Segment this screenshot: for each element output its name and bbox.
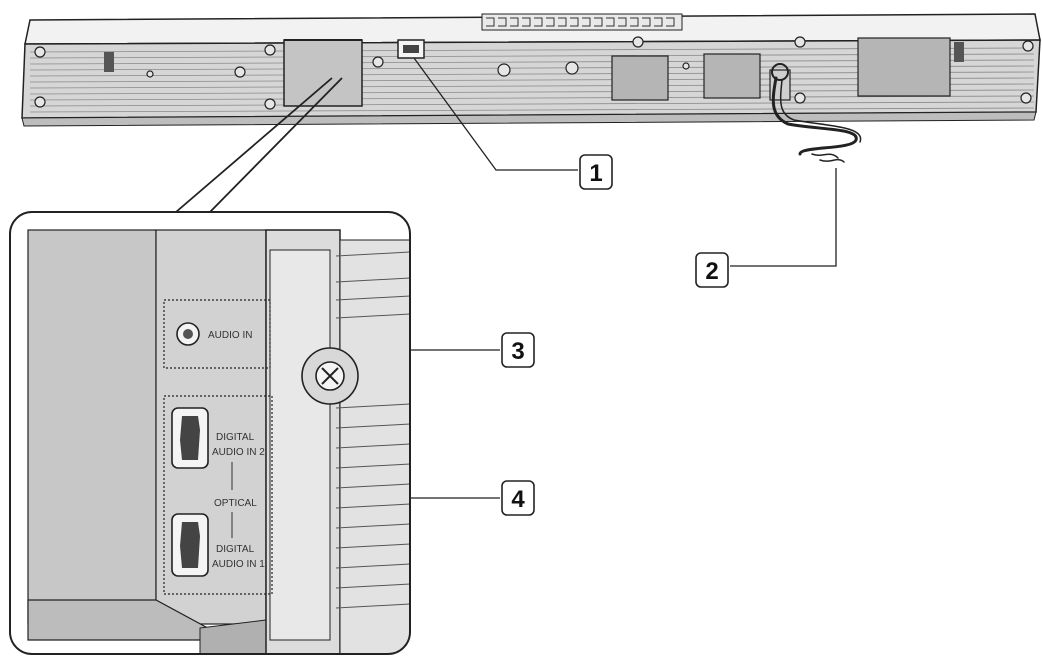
callout-3: 3 bbox=[501, 332, 535, 368]
screw-icons bbox=[34, 36, 1034, 110]
optical-ports: DIGITAL AUDIO IN 2 OPTICAL DIGITAL AUDIO… bbox=[163, 395, 273, 595]
usb-port bbox=[397, 39, 425, 59]
digital-2-label-line2: AUDIO IN 2 bbox=[212, 447, 265, 458]
digital-1-label-line2: AUDIO IN 1 bbox=[212, 559, 265, 570]
zoom-connector bbox=[175, 77, 343, 213]
zoom-inset-frame bbox=[9, 211, 411, 655]
soundbar-body bbox=[21, 13, 1041, 127]
side-marker bbox=[954, 42, 964, 62]
audio-in-port: AUDIO IN bbox=[163, 299, 271, 369]
callout-number: 1 bbox=[589, 160, 602, 187]
input-recess bbox=[283, 39, 363, 107]
bracket-slot bbox=[857, 37, 951, 97]
digital-audio-in-1-port bbox=[171, 513, 209, 577]
inset-ridges bbox=[335, 251, 410, 609]
callout-number: 2 bbox=[705, 258, 718, 285]
callout-4: 4 bbox=[501, 480, 535, 516]
bracket-slot bbox=[703, 53, 761, 99]
ridge-lines bbox=[29, 47, 1035, 113]
optical-label: OPTICAL bbox=[214, 498, 257, 509]
power-cord bbox=[771, 76, 862, 163]
top-vent bbox=[486, 17, 675, 27]
callout-2: 2 bbox=[695, 252, 729, 288]
bracket-slot bbox=[611, 55, 669, 101]
digital-2-label-line1: DIGITAL bbox=[216, 432, 255, 443]
digital-audio-in-2-port bbox=[171, 407, 209, 469]
callout-1: 1 bbox=[579, 154, 613, 190]
zoom-inset: AUDIO IN DIGITAL AUDIO IN 2 OPTICAL bbox=[9, 211, 411, 655]
digital-1-label-line1: DIGITAL bbox=[216, 544, 255, 555]
side-marker bbox=[104, 52, 114, 72]
callout-number: 4 bbox=[511, 486, 525, 513]
audio-in-label: AUDIO IN bbox=[208, 330, 252, 341]
leader-line-2 bbox=[730, 168, 837, 267]
screw-icon bbox=[301, 347, 359, 405]
leader-line-1 bbox=[413, 57, 578, 171]
callout-number: 3 bbox=[511, 338, 524, 365]
